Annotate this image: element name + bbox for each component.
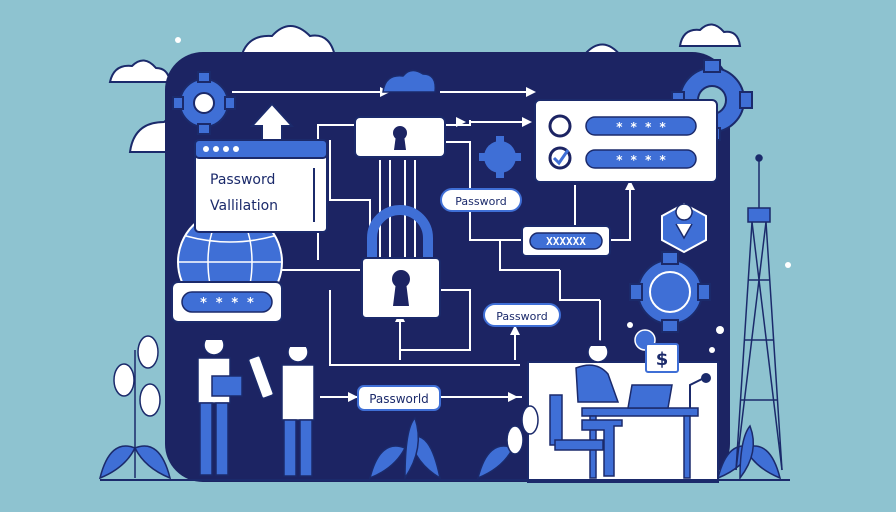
masked-password-field[interactable]: * * * * xyxy=(585,116,697,136)
dollar-sign: $ xyxy=(656,349,669,370)
window-dot xyxy=(233,146,239,152)
radio-circle-icon[interactable] xyxy=(548,114,572,138)
sparkle-icon xyxy=(175,37,791,353)
standing-person xyxy=(197,334,243,476)
laptop-icon xyxy=(211,375,243,397)
login-form-panel: * * * * * * * * xyxy=(534,99,718,183)
window-dot xyxy=(213,146,219,152)
keyhole-icon xyxy=(392,270,410,306)
plant-decoration xyxy=(368,416,442,481)
cloud-server-icon xyxy=(382,69,436,93)
password-validation-window: Password Vallilation xyxy=(194,139,328,233)
masked-value: XXXXXX xyxy=(546,235,586,248)
window-dot xyxy=(203,146,209,152)
arrow-icon xyxy=(348,87,635,402)
standing-person xyxy=(247,341,315,477)
masked-input-field[interactable]: XXXXXX xyxy=(521,225,611,257)
plant-decoration xyxy=(98,335,172,480)
masked-value: * * * * xyxy=(616,120,667,134)
password-label: Password xyxy=(455,195,506,208)
gear-icon xyxy=(629,251,711,333)
masked-value: * * * * xyxy=(616,153,667,167)
check-circle-icon[interactable] xyxy=(548,146,572,170)
seated-person xyxy=(549,340,623,477)
password-label: Password xyxy=(496,310,547,323)
cloud-icon xyxy=(108,59,172,83)
laptop-icon xyxy=(627,384,673,409)
masked-value: * * * * xyxy=(200,296,255,311)
password-label-chip: Password xyxy=(440,188,522,212)
window-title-line-1: Password xyxy=(210,172,275,188)
tablet-icon xyxy=(247,355,275,399)
padlock-icon xyxy=(361,205,441,319)
masked-password-field[interactable]: * * * * xyxy=(171,281,283,323)
plant-decoration xyxy=(716,424,782,481)
gear-icon xyxy=(172,71,236,135)
password-label-chip: Password xyxy=(483,303,561,327)
keyhole-icon xyxy=(393,126,407,150)
radio-tower-icon xyxy=(735,154,783,471)
desk-lamp-icon xyxy=(689,373,711,408)
lock-panel-top xyxy=(354,116,446,158)
window-dot xyxy=(223,146,229,152)
cloud-icon xyxy=(678,23,742,47)
password-label: Passworld xyxy=(369,392,429,406)
dollar-screen-icon: $ xyxy=(645,343,679,373)
masked-password-field[interactable]: * * * * xyxy=(585,149,697,169)
password-label-chip: Passworld xyxy=(357,385,441,411)
window-title-line-2: Vallilation xyxy=(210,198,278,214)
gear-icon xyxy=(479,136,521,178)
location-pin-icon xyxy=(661,202,707,254)
plant-decoration xyxy=(476,405,539,480)
